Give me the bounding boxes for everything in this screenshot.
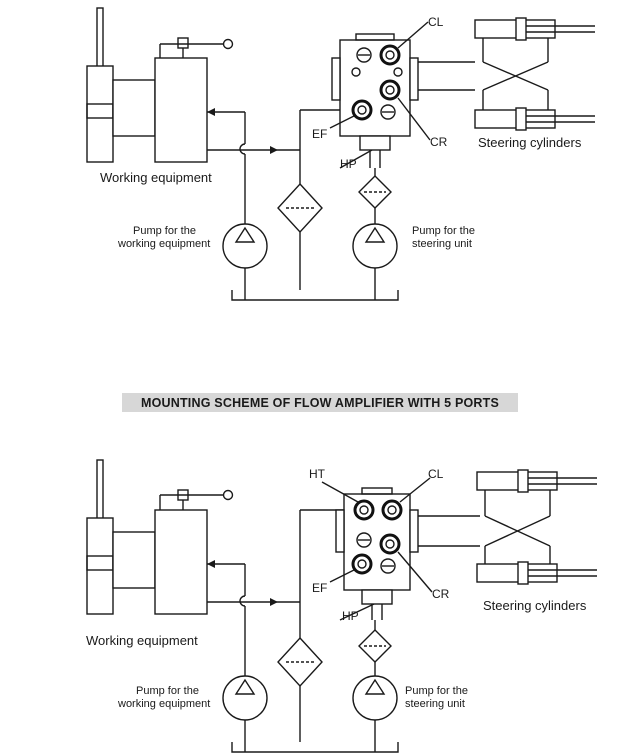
label-pump-working-line2-bottom: working equipment — [117, 698, 210, 710]
label-working-equipment-bottom: Working equipment — [86, 633, 198, 648]
flow-amplifier-block-bottom — [335, 487, 419, 620]
working-equipment-symbol — [86, 7, 234, 163]
port-ef-label-bottom: EF — [312, 581, 327, 595]
steering-filter-symbol-bottom — [358, 620, 392, 676]
filter-symbol-bottom — [277, 636, 323, 688]
port-cl-label: CL — [428, 15, 444, 29]
steering-cylinders-symbol — [474, 17, 595, 131]
pump-steering-symbol-bottom — [352, 675, 398, 721]
label-pump-steering-line1-bottom: Pump for the — [405, 685, 468, 697]
steering-cylinders-symbol-bottom — [476, 469, 597, 585]
port-cl-label-bottom: CL — [428, 467, 444, 481]
diagram-top: Working equipment Steering cylinders Pum… — [86, 7, 595, 301]
port-ef-label: EF — [312, 127, 327, 141]
label-steering-cylinders-bottom: Steering cylinders — [483, 598, 587, 613]
label-working-equipment: Working equipment — [100, 170, 212, 185]
filter-symbol — [277, 182, 323, 234]
label-pump-working-line2: working equipment — [117, 238, 210, 250]
banner-title: MOUNTING SCHEME OF FLOW AMPLIFIER WITH 5… — [141, 396, 499, 410]
label-pump-working-line1-bottom: Pump for the — [136, 685, 199, 697]
pump-working-symbol-bottom — [222, 675, 268, 721]
port-ht-label-bottom: HT — [309, 467, 326, 481]
label-pump-steering-line2: steering unit — [412, 238, 472, 250]
label-pump-steering-line2-bottom: steering unit — [405, 698, 465, 710]
port-hp-label-bottom: HP — [342, 609, 359, 623]
flow-amplifier-block — [331, 33, 419, 168]
label-pump-steering-line1: Pump for the — [412, 225, 475, 237]
banner: MOUNTING SCHEME OF FLOW AMPLIFIER WITH 5… — [122, 393, 518, 412]
port-hp-label: HP — [340, 157, 357, 171]
steering-filter-symbol — [358, 168, 392, 224]
working-equipment-symbol-bottom — [86, 459, 234, 615]
pump-working-symbol — [222, 223, 268, 269]
port-cr-label-bottom: CR — [432, 587, 450, 601]
label-pump-working-line1: Pump for the — [133, 225, 196, 237]
label-steering-cylinders: Steering cylinders — [478, 135, 582, 150]
pump-steering-symbol — [352, 223, 398, 269]
diagram-bottom: Working equipment Steering cylinders Pum… — [86, 459, 597, 753]
port-cr-label: CR — [430, 135, 448, 149]
